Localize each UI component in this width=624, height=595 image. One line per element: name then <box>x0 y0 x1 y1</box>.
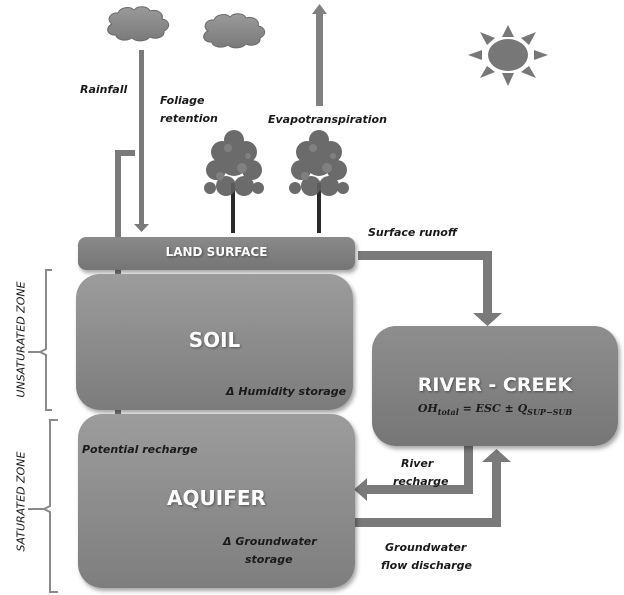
foliage-retention-label-2: retention <box>160 112 218 125</box>
unsaturated-zone-brace <box>28 269 52 411</box>
aquifer-label: AQUIFER <box>167 486 266 510</box>
potential-recharge-label: Potential recharge <box>82 443 198 456</box>
soil-humidity-note: Δ Humidity storage <box>226 385 347 398</box>
equation-lhs-subscript: total <box>437 407 459 418</box>
saturated-zone-brace <box>28 419 58 593</box>
river-creek-label: RIVER - CREEK <box>417 374 573 396</box>
groundwater-storage-note-2: storage <box>245 553 293 566</box>
surface-runoff-label: Surface runoff <box>368 226 457 239</box>
equation-rhs-subscript: SUP−SUB <box>527 407 573 418</box>
cloud-icon <box>203 13 266 49</box>
cloud-icon <box>107 6 170 42</box>
foliage-retention-label-1: Foliage <box>160 94 205 107</box>
rainfall-label: Rainfall <box>80 83 128 96</box>
equation-middle: = ESC ± Q <box>458 402 528 415</box>
saturated-zone-label: SATURATED ZONE <box>14 451 28 552</box>
tree-icon <box>204 130 264 233</box>
land-surface-box: LAND SURFACE <box>78 237 355 270</box>
rainfall-arrow <box>134 50 149 232</box>
groundwater-discharge-arrow <box>355 449 511 527</box>
surface-runoff-arrow <box>358 251 502 326</box>
evapotranspiration-label: Evapotranspiration <box>268 113 387 126</box>
groundwater-discharge-label-1: Groundwater <box>385 541 467 554</box>
soil-box: SOIL Δ Humidity storage <box>76 274 353 410</box>
aquifer-box: AQUIFER Δ Groundwater storage <box>78 414 355 588</box>
soil-label: SOIL <box>188 328 241 352</box>
river-equation: OHtotal = ESC ± QSUP−SUB <box>372 402 618 417</box>
river-creek-box: RIVER - CREEK OHtotal = ESC ± QSUP−SUB <box>372 326 618 446</box>
tree-icon <box>289 130 349 233</box>
groundwater-discharge-label-2: flow discharge <box>381 559 472 572</box>
sun-icon <box>468 25 548 86</box>
unsaturated-zone-label: UNSATURATED ZONE <box>14 281 28 398</box>
evapotranspiration-arrow <box>312 4 327 106</box>
river-recharge-label-1: River <box>401 457 434 470</box>
equation-lhs: OH <box>417 402 438 415</box>
river-recharge-label-2: recharge <box>393 475 449 488</box>
river-recharge-arrow <box>354 446 473 501</box>
groundwater-storage-note-1: Δ Groundwater <box>223 535 317 548</box>
land-surface-label: LAND SURFACE <box>165 245 268 259</box>
